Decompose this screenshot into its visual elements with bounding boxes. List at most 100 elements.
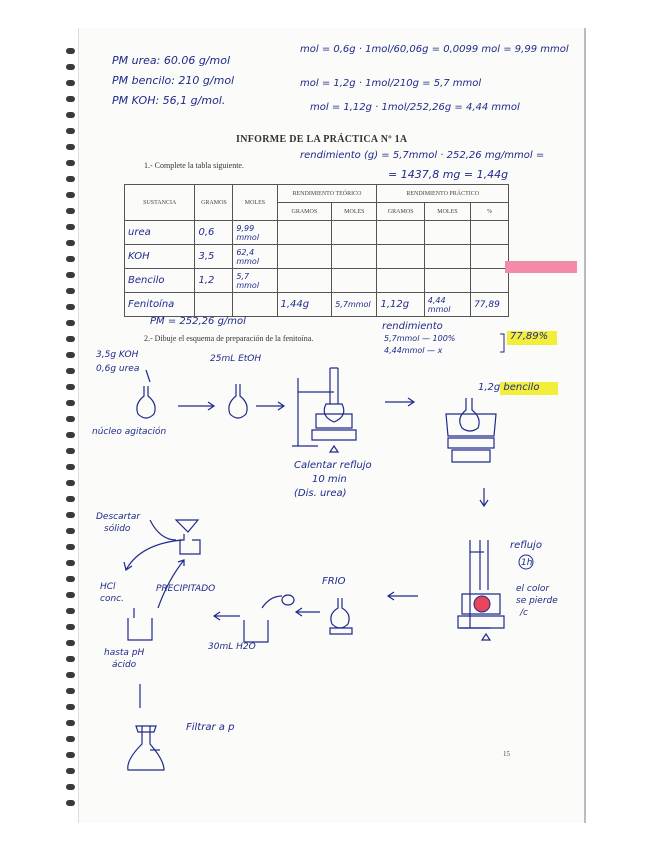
hcl-label: HCl [100, 582, 116, 592]
header-moles: MOLES [232, 184, 278, 221]
arrow-icon [385, 397, 416, 407]
flask-icon [330, 598, 350, 629]
funnel-icon [174, 519, 200, 533]
cell-rp-g: 1,12g [376, 292, 425, 317]
rendimiento-label: rendimiento [382, 321, 443, 332]
cell-moles: 9,99 mmol [232, 220, 278, 245]
etoh-amount: 25mL EtOH [210, 354, 262, 364]
red-flask-icon [473, 595, 491, 613]
calc-koh: mol = 1,12g · 1mol/252,26g = 4,44 mmol [310, 102, 520, 113]
cell-gramos [194, 292, 234, 317]
rule-of-three-2: 4,44mmol — x [384, 346, 443, 355]
calentar-time: 10 min [312, 474, 347, 485]
bencilo-highlight [500, 382, 558, 395]
calc-bencilo: mol = 1,2g · 1mol/210g = 5,7 mmol [300, 78, 482, 89]
beaker-icon [179, 534, 201, 555]
pm-fenitoina: PM = 252,26 g/mol [150, 316, 246, 327]
table-row: urea 0,6 9,99 mmol [123, 220, 509, 245]
table-row: KOH 3,5 62,4 mmol [123, 244, 509, 269]
arrow-icon [256, 401, 286, 411]
urea-amount: 0,6g urea [96, 364, 140, 374]
report-title: INFORME DE LA PRÁCTICA Nº 1A [236, 134, 408, 145]
rendimiento-calc-1: rendimiento (g) = 5,7mmol · 252,26 mg/mm… [300, 150, 545, 161]
buchner-icon [135, 725, 157, 733]
stand-icon [292, 378, 318, 447]
bencilo-amount: 1,2g bencilo [478, 382, 540, 393]
frio-label: FRIO [322, 576, 346, 587]
filtrar-label: Filtrar a p [186, 722, 235, 733]
arrow-icon [294, 607, 320, 617]
pink-marker [505, 261, 577, 273]
heater-icon [457, 615, 505, 629]
heater-icon [311, 429, 357, 441]
precipitado-label: PRECIPITADO [156, 584, 216, 594]
cell-sustancia: KOH [123, 244, 196, 269]
cell-sustancia: Fenitoína [123, 292, 196, 317]
bath-icon [315, 413, 353, 429]
descartar-label: Descartar [96, 512, 141, 522]
binder-holes [66, 48, 78, 808]
bath-icon [461, 593, 501, 615]
cell-rp-mol [423, 268, 472, 293]
cell-rp-mol [423, 244, 472, 269]
table-row: Fenitoína 1,44g 5,7mmol 1,12g 4,44 mmol … [123, 292, 509, 317]
arrow-icon [123, 539, 183, 571]
cell-sustancia: urea [123, 220, 196, 245]
flask-icon [136, 386, 156, 419]
header-sustancia: SUSTANCIA [123, 184, 196, 221]
flask-icon [459, 398, 480, 432]
curl-icon [145, 369, 151, 383]
nucleo-agitacion: núcleo agitación [92, 427, 167, 437]
reflujo-label: reflujo [510, 540, 542, 551]
cell-rt-g [276, 244, 333, 269]
rule-of-three-1: 5,7mmol — 100% [384, 334, 456, 343]
flask-icon [228, 384, 248, 419]
beaker-icon [243, 620, 269, 643]
color-note-3: /c [520, 608, 528, 618]
beaker-icon [127, 618, 153, 641]
cell-moles [232, 292, 278, 317]
pm-koh: PM KOH: 56,1 g/mol. [112, 94, 226, 107]
arrow-icon [479, 488, 489, 508]
pm-bencilo: PM bencilo: 210 g/mol [112, 74, 235, 87]
page-number: 15 [503, 750, 510, 758]
calentar-note: (Dis. urea) [294, 488, 347, 499]
result-highlight [507, 331, 557, 345]
agua-amount: 30mL H2O [208, 642, 256, 652]
circle-mark-icon [518, 554, 534, 570]
condenser-icon [479, 540, 489, 590]
cell-gramos: 3,5 [194, 244, 234, 269]
notebook-page [78, 28, 586, 823]
calc-urea: mol = 0,6g · 1mol/60,06g = 0,0099 mol = … [300, 44, 569, 55]
results-table: SUSTANCIA GRAMOS MOLES RENDIMIENTO TEÓRI… [123, 184, 509, 317]
heater-icon [447, 437, 495, 449]
stand-icon [460, 540, 490, 629]
arrow-icon [157, 559, 185, 609]
hasta-acido: ácido [112, 660, 137, 670]
condenser-icon [329, 367, 339, 404]
filter-flask-icon [127, 726, 165, 771]
arrow-icon [178, 401, 216, 411]
cell-rt-mol [331, 220, 378, 245]
arrow-icon [212, 611, 240, 621]
color-note-2: se pierde [516, 596, 558, 606]
hcl-conc: conc. [100, 594, 124, 604]
calentar-reflujo: Calentar reflujo [294, 460, 372, 471]
descartar-solido: sólido [104, 524, 131, 534]
cell-rp-mol [423, 220, 472, 245]
color-note-1: el color [516, 584, 550, 594]
arrow-icon [386, 591, 418, 601]
result-percent: 77,89% [510, 331, 549, 342]
cell-pct: 77,89 [470, 292, 509, 317]
cell-rt-mol [331, 268, 378, 293]
instruction-scheme: 2.- Dibuje el esquema de preparación de … [144, 334, 314, 343]
cell-rp-g [376, 220, 425, 245]
flask-icon [323, 403, 345, 423]
bath-icon [445, 413, 497, 437]
wash-bottle-icon [281, 594, 295, 606]
instruction-table: 1.- Complete la tabla siguiente. [144, 161, 244, 170]
cell-rt-g [276, 220, 333, 245]
rendimiento-calc-2: = 1437,8 mg = 1,44g [388, 168, 509, 181]
cell-pct [470, 244, 509, 269]
